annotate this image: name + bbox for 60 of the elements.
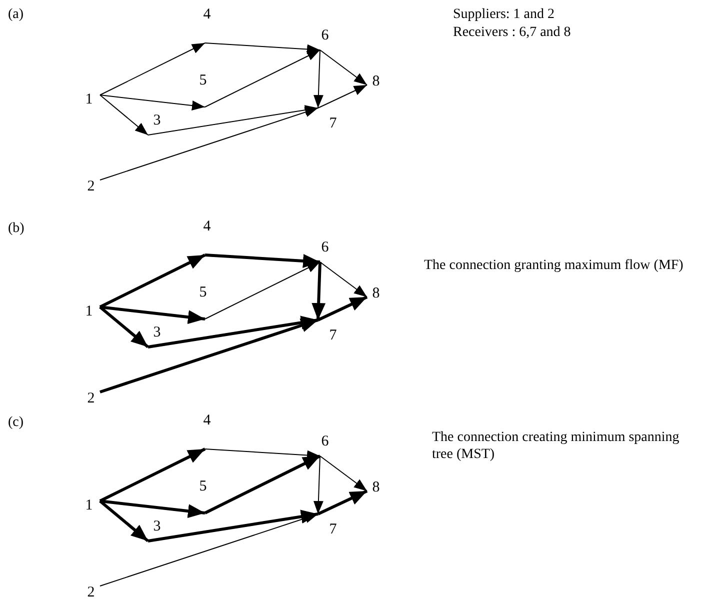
node-number: 5 (199, 480, 207, 494)
node-number: 6 (321, 28, 329, 44)
arrow (313, 50, 324, 108)
note-text: The connection creating minimum spanning tree (MST) (432, 429, 680, 463)
note-text: The connection granting maximum flow (MF) (424, 257, 684, 274)
arrow (318, 84, 368, 108)
arrow (204, 50, 320, 108)
arrow (100, 318, 318, 394)
arrow (313, 456, 324, 514)
node-number: 4 (203, 220, 211, 234)
node-number: 6 (321, 434, 329, 450)
node-number: 1 (85, 304, 93, 320)
arrow (100, 94, 206, 110)
arrow (148, 510, 318, 542)
arrow (320, 456, 368, 492)
arrow (100, 306, 206, 324)
node-number: 2 (87, 180, 95, 194)
arrow (320, 50, 368, 86)
arrow (99, 254, 206, 308)
node-number: 5 (199, 286, 207, 300)
arrow (148, 316, 318, 348)
arrow (100, 500, 206, 518)
node-number: 2 (87, 586, 95, 599)
arrow (100, 107, 318, 180)
node-number: 7 (329, 522, 337, 538)
node-number: 3 (153, 326, 161, 340)
note-text: (a) (8, 6, 24, 23)
arrow (312, 262, 326, 320)
note-text: (c) (8, 414, 24, 431)
node-number: 8 (372, 480, 380, 496)
node-number: 2 (87, 392, 95, 406)
node-number: 3 (153, 520, 161, 534)
node-number: 8 (372, 74, 380, 90)
node-number: 4 (203, 8, 211, 22)
node-number: 3 (153, 114, 161, 128)
node-number: 4 (203, 414, 211, 428)
node-number: 8 (372, 286, 380, 302)
node-number: 1 (85, 92, 93, 108)
note-text: (b) (8, 220, 24, 237)
note-text: Receivers : 6,7 and 8 (453, 24, 571, 41)
arrow (100, 94, 148, 136)
arrow (317, 490, 368, 516)
node-number: 7 (329, 328, 337, 344)
note-text: Suppliers: 1 and 2 (453, 6, 554, 23)
arrow (100, 42, 206, 96)
arrow (99, 448, 206, 502)
node-number: 5 (199, 74, 207, 88)
arrow (100, 513, 318, 586)
arrow (204, 42, 320, 54)
arrow (99, 500, 149, 542)
arrow (204, 262, 320, 320)
arrow (99, 306, 149, 348)
arrow (320, 262, 368, 298)
arrow (148, 105, 318, 136)
node-number: 1 (85, 498, 93, 514)
arrow (317, 296, 368, 322)
node-number: 7 (329, 116, 337, 132)
node-number: 6 (321, 240, 329, 256)
arrow (204, 454, 321, 514)
arrow (204, 254, 320, 268)
